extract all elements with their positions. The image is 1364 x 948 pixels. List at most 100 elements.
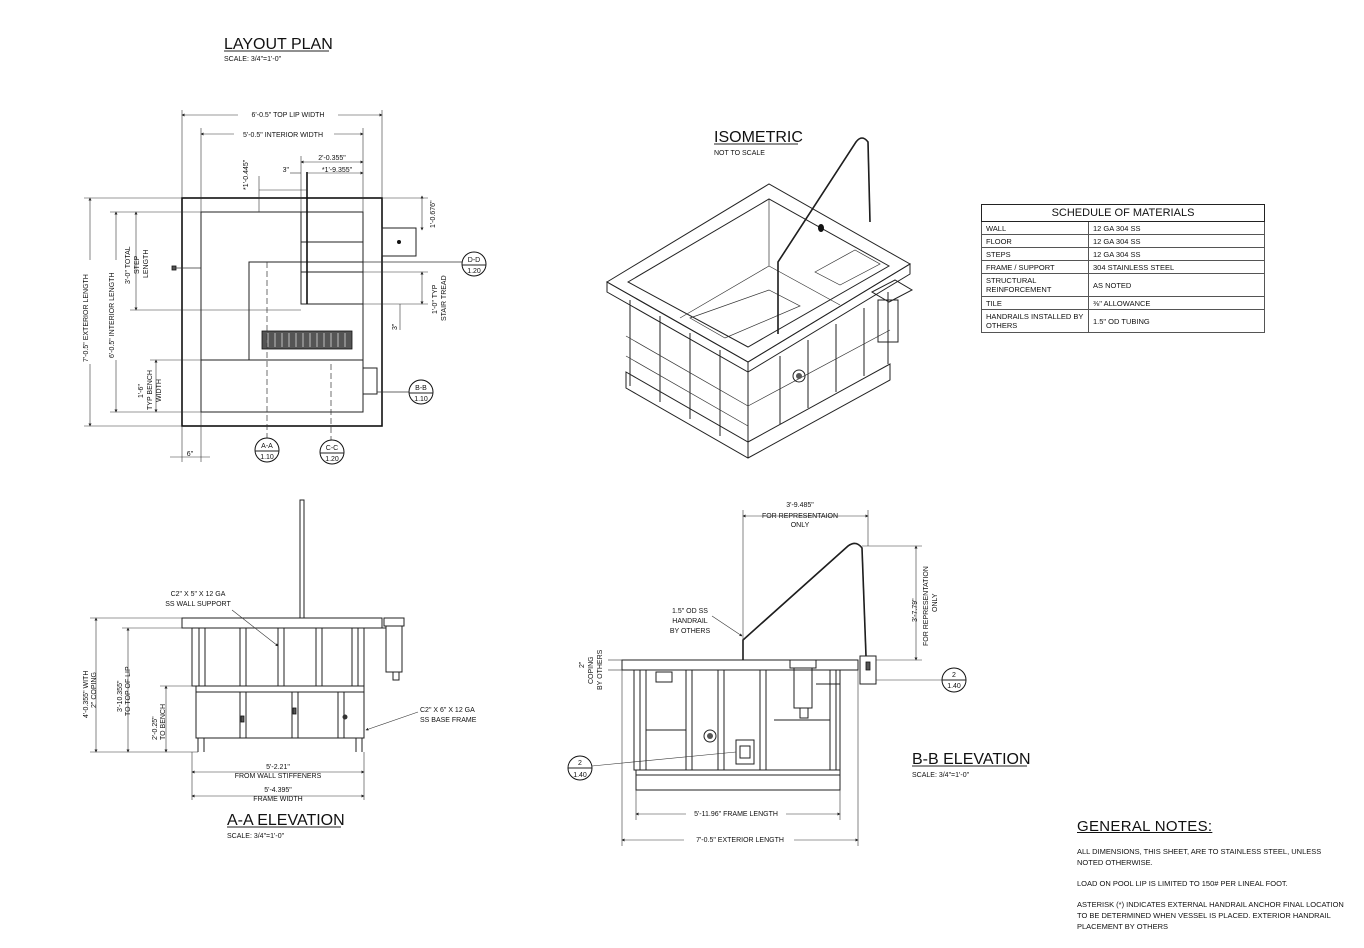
general-note: ALL DIMENSIONS, THIS SHEET, ARE TO STAIN… bbox=[1077, 847, 1322, 867]
iso-top-rim bbox=[606, 183, 911, 363]
bb-right-line1: 3'-7.79" bbox=[912, 598, 919, 622]
dim-2-0-355: 2'-0.355" bbox=[318, 155, 346, 162]
aa-elevation-title: A-A ELEVATION bbox=[227, 812, 345, 829]
layout-plan-title: LAYOUT PLAN bbox=[224, 36, 333, 53]
dim-stair-tread-1: 1'-0" TYP bbox=[432, 284, 439, 314]
tag-d-d-letter: D-D bbox=[468, 257, 480, 264]
isometric-title: ISOMETRIC bbox=[714, 129, 803, 146]
plan-steps bbox=[300, 211, 364, 305]
schedule-item: FRAME / SUPPORT bbox=[981, 260, 1089, 274]
bb-top-line3: ONLY bbox=[791, 522, 810, 529]
aa-elevation-view: A-A ELEVATION SCALE: 3/4"=1'-0" bbox=[83, 499, 477, 840]
dim-step-length-1: 3'-0" TOTAL bbox=[125, 246, 132, 284]
bb-elevation-title: B-B ELEVATION bbox=[912, 751, 1031, 768]
dim-1-0-676: 1'-0.676" bbox=[430, 200, 437, 228]
tag-a-a-letter: A-A bbox=[261, 443, 273, 450]
aa-coping bbox=[181, 617, 383, 629]
dim-6-inch: 6" bbox=[187, 451, 194, 458]
dim-interior-width: 5'-0.5" INTERIOR WIDTH bbox=[243, 132, 323, 139]
schedule-item: FLOOR bbox=[981, 234, 1089, 248]
plan-skimmer bbox=[381, 227, 417, 257]
schedule-item: STRUCTURAL REINFORCEMENT bbox=[981, 273, 1089, 297]
schedule-title: SCHEDULE OF MATERIALS bbox=[981, 204, 1265, 222]
aa-wall-support-2: SS WALL SUPPORT bbox=[165, 601, 231, 608]
aa-w1-line1: 5'-2.21" bbox=[266, 764, 290, 771]
dim-3-inch-right: 3" bbox=[392, 323, 399, 330]
bb-frame-length: 5'-11.96" FRAME LENGTH bbox=[694, 811, 778, 818]
dim-top-lip-width: 6'-0.5" TOP LIP WIDTH bbox=[252, 112, 325, 119]
general-notes: GENERAL NOTES: ALL DIMENSIONS, THIS SHEE… bbox=[1077, 818, 1347, 942]
aa-h3-line2: TO BENCH bbox=[160, 704, 167, 740]
aa-handrail-post bbox=[299, 499, 305, 619]
bb-exterior-length: 7'-0.5" EXTERIOR LENGTH bbox=[696, 837, 784, 844]
tag-b-b-letter: B-B bbox=[415, 385, 427, 392]
dim-bench-3: WIDTH bbox=[156, 379, 163, 402]
detail-tag-right: 2 1.40 bbox=[941, 667, 967, 693]
isometric-view: ISOMETRIC NOT TO SCALE bbox=[606, 129, 914, 459]
detail-tag-left-num: 2 bbox=[578, 760, 582, 767]
aa-elevation-scale: SCALE: 3/4"=1'-0" bbox=[227, 833, 285, 840]
dim-exterior-length: 7'-0.5" EXTERIOR LENGTH bbox=[83, 274, 90, 362]
schedule-material: ⅜" ALLOWANCE bbox=[1088, 296, 1265, 310]
schedule-item: STEPS bbox=[981, 247, 1089, 261]
iso-base-frame bbox=[625, 363, 891, 459]
aa-h2-line2: TO TOP OF LIP bbox=[125, 666, 132, 716]
bb-right-line3: ONLY bbox=[932, 593, 939, 612]
aa-w1-line2: FROM WALL STIFFENERS bbox=[235, 773, 322, 780]
dim-stair-tread-2: STAIR TREAD bbox=[441, 275, 448, 321]
aa-base-frame-1: C2" X 6" X 12 GA bbox=[420, 707, 475, 714]
plan-outer-rim bbox=[181, 197, 383, 427]
aa-skimmer bbox=[383, 617, 405, 627]
aa-h3-line1: 2'-0.25" bbox=[152, 716, 159, 740]
aa-w2-line2: FRAME WIDTH bbox=[253, 796, 302, 803]
bb-coping bbox=[621, 659, 859, 671]
tag-c-c-letter: C-C bbox=[326, 445, 338, 452]
aa-wall-support-1: C2" X 5" X 12 GA bbox=[171, 591, 226, 598]
schedule-item: HANDRAILS INSTALLED BY OTHERS bbox=[981, 309, 1089, 333]
schedule-material: 12 GA 304 SS bbox=[1088, 234, 1265, 248]
bb-skimmer bbox=[789, 659, 817, 669]
schedule-material: 304 STAINLESS STEEL bbox=[1088, 260, 1265, 274]
bb-elevation-scale: SCALE: 3/4"=1'-0" bbox=[912, 772, 970, 779]
tag-a-a-sheet: 1.10 bbox=[260, 454, 274, 461]
iso-handrail bbox=[777, 137, 871, 334]
tag-b-b-sheet: 1.10 bbox=[414, 396, 428, 403]
bb-top-line2: FOR REPRESENTAION bbox=[762, 513, 838, 520]
schedule-material: 12 GA 304 SS bbox=[1088, 221, 1265, 235]
dim-step-length-3: LENGTH bbox=[143, 250, 150, 278]
aa-w2-line1: 5'-4.395" bbox=[264, 787, 292, 794]
dim-3-inch-top: 3" bbox=[283, 167, 290, 174]
layout-plan-scale: SCALE: 3/4"=1'-0" bbox=[224, 56, 282, 63]
plan-drain-grate bbox=[261, 330, 353, 350]
dim-step-length-2: STEP bbox=[134, 255, 141, 274]
bb-elevation-view: B-B ELEVATION SCALE: 3/4"=1'-0" bbox=[579, 502, 1031, 846]
bb-handrail-line1: 1.5" OD SS bbox=[672, 608, 708, 615]
aa-h1-line1: 4'-0.355" WITH bbox=[83, 671, 90, 718]
bb-top-line1: 3'-9.485" bbox=[786, 502, 814, 509]
bb-handrail bbox=[742, 542, 867, 660]
detail-tag-left-sheet: 1.40 bbox=[573, 772, 587, 779]
aa-h2-line1: 3'-10.355" bbox=[117, 680, 124, 712]
dim-1-0-445: *1'-0.445" bbox=[243, 159, 250, 190]
dim-bench-1: 1'-6" bbox=[138, 384, 145, 398]
iso-skimmer bbox=[870, 279, 914, 303]
tag-d-d-sheet: 1.20 bbox=[467, 268, 481, 275]
tag-c-c-sheet: 1.20 bbox=[325, 456, 339, 463]
bb-coping-line3: BY OTHERS bbox=[597, 649, 604, 690]
isometric-scale: NOT TO SCALE bbox=[714, 150, 765, 157]
general-note: ASTERISK (*) INDICATES EXTERNAL HANDRAIL… bbox=[1077, 900, 1344, 931]
dim-interior-length: 6'-0.5" INTERIOR LENGTH bbox=[109, 272, 116, 358]
general-notes-title: GENERAL NOTES: bbox=[1077, 818, 1213, 835]
bb-coping-line2: COPING bbox=[588, 656, 595, 684]
schedule-material: 1.5" OD TUBING bbox=[1088, 309, 1265, 333]
section-tag-a-a: A-A 1.10 bbox=[254, 437, 280, 463]
dim-bench-2: TYP BENCH bbox=[147, 370, 154, 410]
schedule-item: TILE bbox=[981, 296, 1089, 310]
